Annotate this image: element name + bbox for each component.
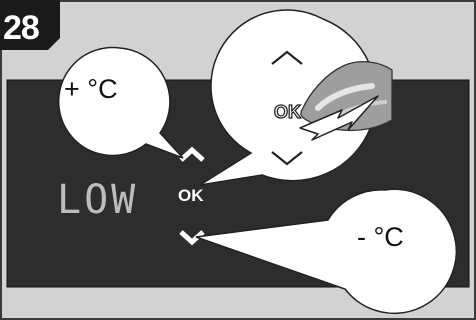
ok-button[interactable]: OK xyxy=(178,186,204,206)
display-readout: LOW xyxy=(57,178,138,222)
step-number: 28 xyxy=(3,9,39,47)
ok-zoom-label: OK xyxy=(274,102,301,123)
increase-label: + °C xyxy=(64,74,118,105)
decrease-label: - °C xyxy=(357,222,404,253)
